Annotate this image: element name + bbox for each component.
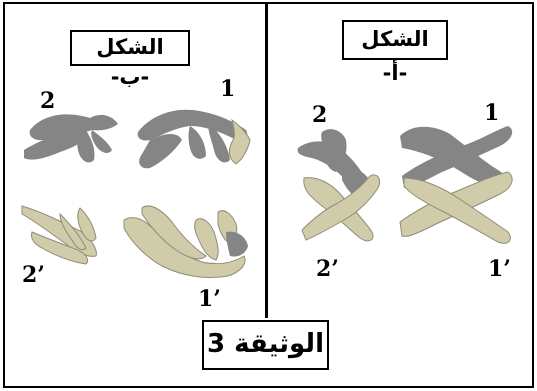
panel-b-label-2-prime: 2’ [22,262,45,288]
panel-a-label-2: 2 [312,102,328,128]
panel-a-chromosome-2-prime [301,174,381,242]
panel-b-chromosome-1 [137,109,251,169]
panel-divider [265,2,268,318]
figure-frame [3,2,534,388]
panel-a-chromosome-2 [297,129,370,200]
panel-b-label-2: 2 [40,88,56,114]
panel-a-label-1-prime: 1’ [488,256,511,282]
panel-a-label-1: 1 [484,100,500,126]
panel-a-title: الشكل -أ- [342,20,448,85]
panel-b-label-1-prime: 1’ [198,286,221,312]
panel-b-title: الشكل -ب- [70,30,190,89]
panel-a-chromosome-1-prime [399,171,513,244]
panel-a-chromosome-1 [400,126,513,190]
panel-a-label-2-prime: 2’ [316,256,339,282]
panel-b-chromosome-2 [24,114,118,163]
panel-b-chromosome-2-prime [21,205,97,265]
document-title: الوثيقة 3 [202,320,329,370]
panel-b-chromosome-1-prime [123,205,248,279]
panel-b-label-1: 1 [220,76,236,102]
